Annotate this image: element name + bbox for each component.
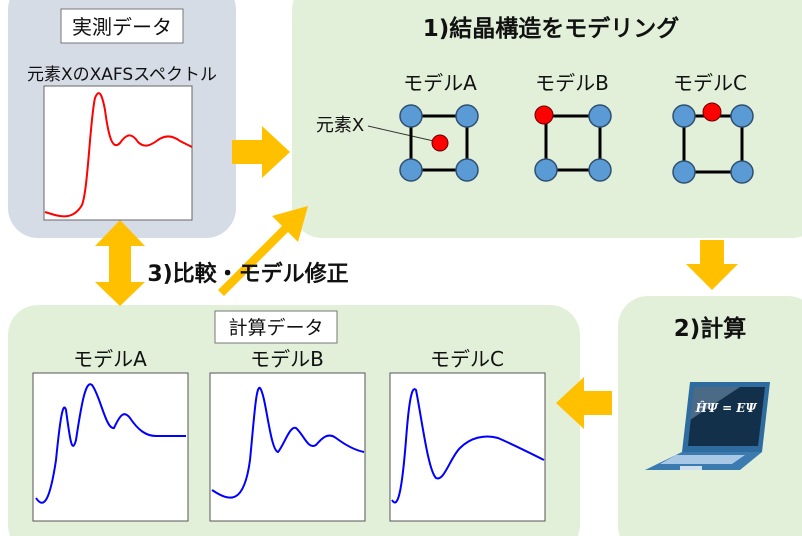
model-b-structure xyxy=(534,104,612,182)
arrow-left-icon xyxy=(556,377,612,429)
arrow-right-icon xyxy=(232,126,290,178)
comparison-title: 3)比較・モデル修正 xyxy=(147,261,348,287)
spectrum-title: 元素XのXAFSスペクトル xyxy=(27,65,217,85)
measured-spectrum-curve xyxy=(44,92,193,218)
element-x-atom-c xyxy=(702,102,722,122)
calculation-title: 2)計算 xyxy=(674,315,747,342)
calc-plot-c xyxy=(389,372,546,522)
calc-curve-c xyxy=(391,388,545,504)
model-c-label: モデルC xyxy=(673,71,747,95)
calc-curve-b xyxy=(211,386,365,499)
calculated-label: 計算データ xyxy=(228,317,323,339)
arrow-down-icon xyxy=(686,240,738,290)
element-x-label: 元素X xyxy=(316,115,364,136)
diagonal-arrow-icon xyxy=(218,206,308,296)
calc-model-a-label: モデルA xyxy=(73,347,147,371)
calc-plot-a xyxy=(32,372,189,522)
element-x-atom-a xyxy=(431,134,449,152)
model-a-structure xyxy=(399,104,479,182)
element-x-atom-b xyxy=(534,105,554,125)
measured-plot xyxy=(43,85,193,221)
calc-model-b-label: モデルB xyxy=(250,347,324,371)
measured-label: 実測データ xyxy=(72,15,172,39)
calculated-label-box xyxy=(214,310,338,344)
double-arrow-icon xyxy=(95,220,145,306)
measured-label-box xyxy=(60,8,184,44)
model-a-label: モデルA xyxy=(403,71,477,95)
laptop-icon: ĤΨ = EΨ xyxy=(645,382,770,470)
calc-curve-a xyxy=(35,383,186,504)
calc-plot-b xyxy=(209,372,366,522)
calc-model-c-label: モデルC xyxy=(430,347,504,371)
modeling-title: 1)結晶構造をモデリング xyxy=(423,15,680,42)
equation: ĤΨ = EΨ xyxy=(695,400,758,415)
model-c-structure xyxy=(672,104,754,184)
model-b-label: モデルB xyxy=(535,71,609,95)
